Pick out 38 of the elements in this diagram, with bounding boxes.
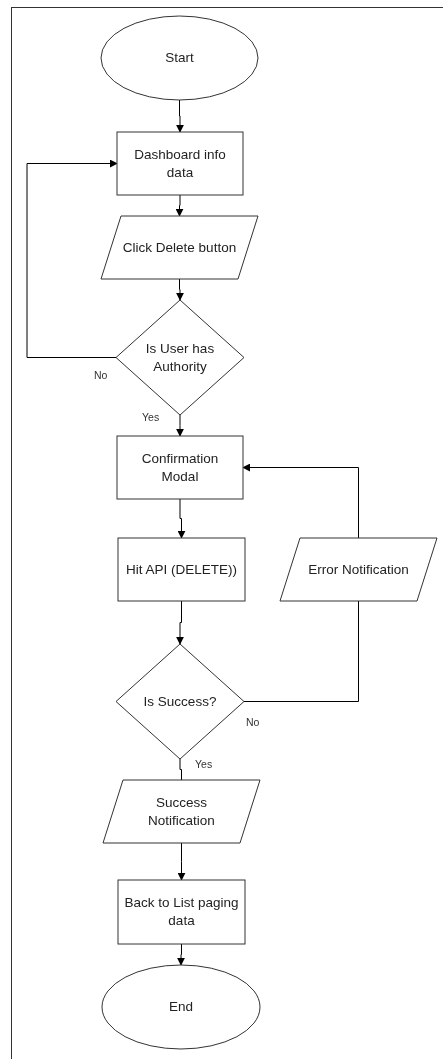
edge-label: No [246,717,260,729]
node-label: End [169,998,193,1016]
node-label: Is User has Authority [144,339,216,376]
edge-label: Yes [195,759,213,771]
arrow [26,159,118,358]
process-box [118,880,245,944]
arrow [177,842,186,881]
arrow [176,99,184,133]
process-box [118,538,245,601]
node-label: Confirmation Modal [140,449,220,486]
arrow [177,943,185,966]
decision-diamond [116,300,244,415]
process-box [117,436,243,499]
process-box [117,132,243,195]
arrow [176,414,184,437]
arrow [176,600,184,645]
node-label: Is Success? [143,692,217,711]
node-label: Click Delete button [122,238,237,257]
decision-diamond [116,644,244,759]
terminal-ellipse [101,16,258,100]
arrow [175,194,184,217]
node-label: Back to List paging data [124,894,239,930]
node-label: Dashboard info data [133,145,227,182]
edge-label: Yes [142,412,160,424]
node-label: Start [165,49,194,67]
arrow [177,498,186,539]
terminal-ellipse [102,965,260,1049]
data-parallelogram [103,780,260,843]
arrow [242,463,359,539]
connector-line [243,600,359,702]
data-parallelogram [280,538,437,601]
node-label: Hit API (DELETE)) [126,560,237,579]
data-parallelogram [101,216,258,279]
arrow [176,278,184,301]
node-label: Success Notification [147,793,216,830]
connector-line [179,758,182,781]
edge-label: No [94,370,108,382]
node-label: Error Notification [308,560,409,579]
